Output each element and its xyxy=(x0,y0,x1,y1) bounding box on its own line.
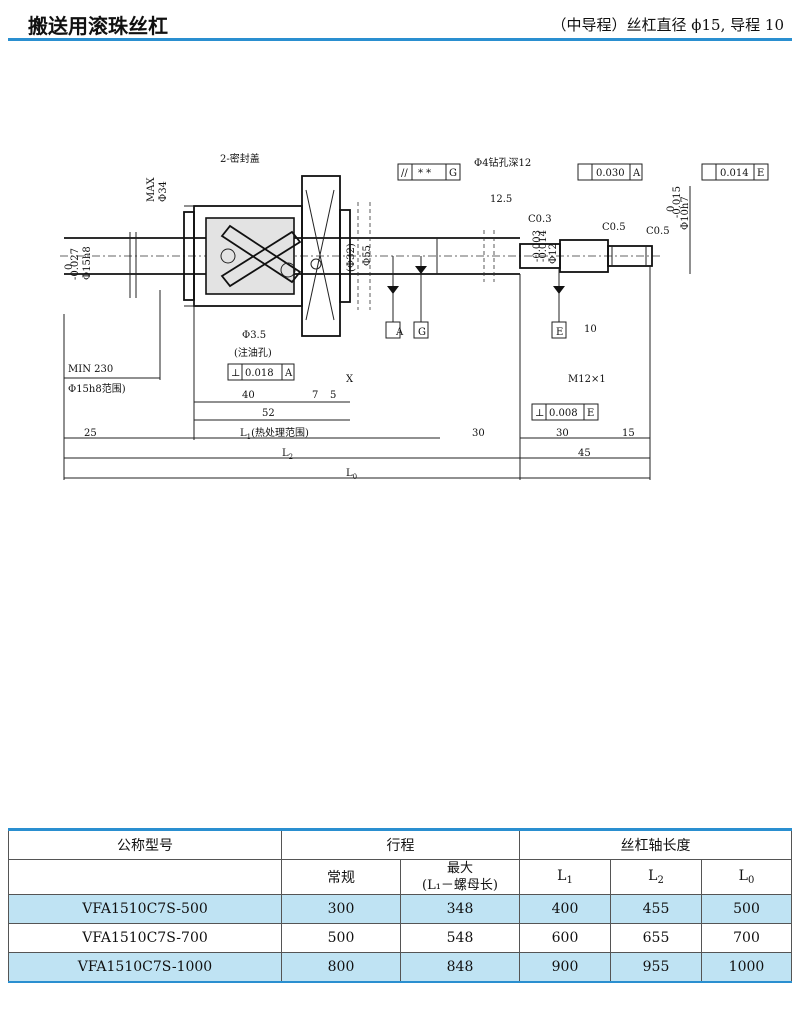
d12-label: Φ12 xyxy=(548,243,559,264)
dim-15: 15 xyxy=(622,428,635,439)
datum-e-box: E xyxy=(556,327,563,338)
runout1-value: 0.030 xyxy=(596,168,625,179)
runout2-value: 0.014 xyxy=(720,168,749,179)
range-label: Φ15h8范围) xyxy=(68,382,126,395)
seal-label: 2-密封盖 xyxy=(220,152,260,165)
flatness-symbol: // xyxy=(401,168,408,179)
dim-40: 40 xyxy=(242,390,255,401)
perp2-datum: E xyxy=(587,408,594,419)
spec-table: 公称型号 行程 丝杠轴长度 常规 最大(L₁－螺母长) L1 L2 L0 VFA… xyxy=(8,828,792,983)
dim-l1: L1(热处理范围) xyxy=(240,426,309,441)
header-model-spacer xyxy=(8,859,282,895)
datum-g-box: G xyxy=(418,327,426,338)
dim-7: 7 xyxy=(312,390,318,401)
header-l1: L1 xyxy=(519,859,611,895)
page-title: 搬送用滚珠丝杠 xyxy=(28,14,168,38)
dim-5: 5 xyxy=(330,390,336,401)
dim-l0: L0 xyxy=(346,468,357,481)
datum-a-box: A xyxy=(395,327,404,338)
datum-a-ref: A xyxy=(632,168,641,179)
header-shaft-length: 丝杠轴长度 xyxy=(519,828,792,860)
dim-10: 10 xyxy=(584,324,597,335)
header-max: 最大(L₁－螺母长) xyxy=(400,859,520,895)
gdt-frames xyxy=(227,163,769,421)
oil-hole-dia: Φ3.5 xyxy=(242,330,266,341)
d32-label: (Φ32) xyxy=(346,243,357,272)
chamfer-c03: C0.3 xyxy=(528,214,552,225)
perp-symbol-2: ⊥ xyxy=(535,408,544,419)
x-label: X xyxy=(346,374,354,385)
dim-30b: 30 xyxy=(556,428,569,439)
chamfer-c05b: C0.5 xyxy=(646,226,670,237)
ball-nut xyxy=(183,175,371,337)
dim-12-5: 12.5 xyxy=(490,194,512,205)
d12-tol-bot: -0.014 xyxy=(538,230,549,262)
table-row: VFA1510C7S-1000 800 848 900 955 1000 xyxy=(8,952,792,983)
datum-g-ref: G xyxy=(449,168,457,179)
d10-tol-bot: -0.015 xyxy=(672,186,683,218)
chamfer-c05a: C0.5 xyxy=(602,222,626,233)
tolerance-stars: * * xyxy=(418,168,431,179)
shaft-dia-label: Φ15h8 xyxy=(82,246,93,280)
header-normal: 常规 xyxy=(281,859,401,895)
d55-label: Φ55 xyxy=(362,245,373,266)
d10-tol-top: 0 xyxy=(666,206,677,212)
d12-tol-top: -0.003 xyxy=(532,230,543,262)
table-row: VFA1510C7S-500 300 348 400 455 500 xyxy=(8,894,792,924)
dim-52: 52 xyxy=(262,408,275,419)
thread-label: M12×1 xyxy=(568,374,606,385)
header-model: 公称型号 xyxy=(8,828,282,860)
drill-label: Φ4钻孔深12 xyxy=(474,156,531,169)
header-l2: L2 xyxy=(610,859,702,895)
page-subtitle: （中导程）丝杠直径 ϕ15, 导程 10 xyxy=(551,16,784,34)
shaft-tol-top: 0 xyxy=(64,264,75,270)
max-label: MAX xyxy=(146,177,157,202)
perp1-datum: A xyxy=(284,368,293,379)
shaft-tol-bot: -0.027 xyxy=(70,248,81,280)
perp2-value: 0.008 xyxy=(549,408,578,419)
dim-25: 25 xyxy=(84,428,97,439)
page-header: 搬送用滚珠丝杠 （中导程）丝杠直径 ϕ15, 导程 10 xyxy=(8,8,792,41)
table-row: VFA1510C7S-700 500 548 600 655 700 xyxy=(8,923,792,953)
header-stroke: 行程 xyxy=(281,828,520,860)
min230-label: MIN 230 xyxy=(68,364,113,375)
technical-drawing: 2-密封盖 MAX Φ34 Φ15h8 0 -0.027 // * * G Φ4… xyxy=(60,152,769,481)
dimension-lines xyxy=(63,186,691,480)
dim-l2: L2 xyxy=(282,448,293,461)
header-l0: L0 xyxy=(701,859,792,895)
dim-45: 45 xyxy=(578,448,591,459)
d34-label: Φ34 xyxy=(158,181,169,202)
perp-symbol-1: ⊥ xyxy=(231,368,240,379)
d10h7-label: Φ10h7 xyxy=(680,196,691,230)
shaft-end xyxy=(483,230,653,282)
datum-e-ref: E xyxy=(757,168,764,179)
dim-30a: 30 xyxy=(472,428,485,439)
oil-hole-label: (注油孔) xyxy=(234,346,272,359)
perp1-value: 0.018 xyxy=(245,368,274,379)
